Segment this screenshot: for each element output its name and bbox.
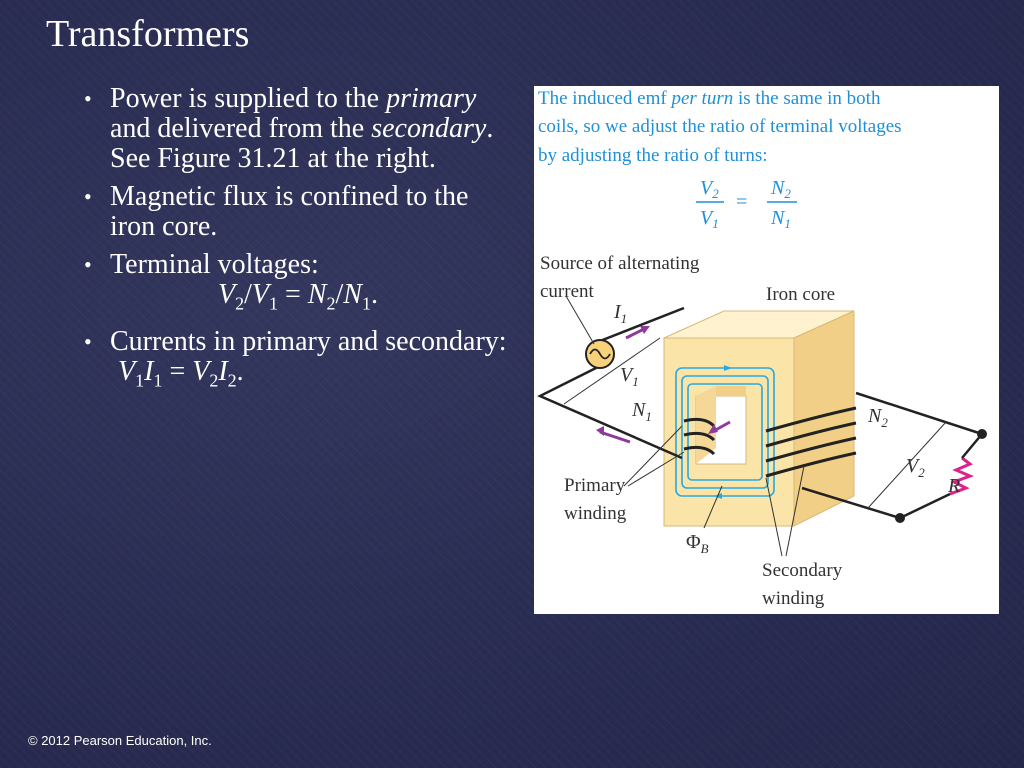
bullet-dot: • xyxy=(84,184,92,209)
label-N1: N1 xyxy=(631,399,652,424)
current-arrows xyxy=(596,326,731,444)
ac-source-icon xyxy=(585,339,615,369)
label-V2: V2 xyxy=(906,455,925,480)
bullet-item-flux: • Magnetic flux is confined to the iron … xyxy=(84,181,469,242)
label-iron-core: Iron core xyxy=(766,284,835,305)
bullet-item-power: • Power is supplied to the primary and d… xyxy=(84,83,494,174)
label-flux: ΦB xyxy=(686,531,709,556)
svg-text:V2: V2 xyxy=(700,177,719,201)
secondary-winding xyxy=(765,406,857,478)
svg-text:The induced emf per turn is th: The induced emf per turn is the same in … xyxy=(538,88,881,109)
label-secondary-winding: winding xyxy=(762,588,825,609)
svg-text:N2: N2 xyxy=(770,177,791,201)
svg-text:=: = xyxy=(736,191,747,213)
copyright-notice: © 2012 Pearson Education, Inc. xyxy=(28,733,212,748)
label-V1: V1 xyxy=(620,364,639,389)
primary-circuit xyxy=(537,306,685,460)
bullet-dot: • xyxy=(84,252,92,277)
bullet-list: • Power is supplied to the primary and d… xyxy=(84,84,514,403)
label-source: Source of alternating xyxy=(540,253,700,274)
figure-caption: The induced emf per turn is the same in … xyxy=(538,88,902,166)
bullet-item-currents: • Currents in primary and secondary: V1I… xyxy=(84,326,514,396)
slide-title: Transformers xyxy=(46,13,250,55)
label-secondary: Secondary xyxy=(762,560,843,581)
bullet-dot: • xyxy=(84,86,92,111)
label-N2: N2 xyxy=(867,405,888,430)
power-equation: V1I1 = V2I2. xyxy=(118,355,244,391)
label-I1: I1 xyxy=(613,301,627,326)
label-primary: Primary xyxy=(564,475,626,496)
svg-text:N1: N1 xyxy=(770,207,791,231)
voltage-ratio-equation: V2/V1 = N2/N1. xyxy=(218,279,378,314)
resistor-icon xyxy=(949,456,975,496)
bullet-item-voltages: • Terminal voltages: V2/V1 = N2/N1. xyxy=(84,250,514,319)
label-source-current: current xyxy=(540,281,595,302)
svg-text:by adjusting the ratio of turn: by adjusting the ratio of turns: xyxy=(538,145,768,166)
bullet-dot: • xyxy=(84,328,92,354)
primary-winding xyxy=(683,417,716,456)
turns-ratio-formula: V2 V1 = N2 N1 xyxy=(696,177,797,231)
svg-text:coils, so we adjust the ratio: coils, so we adjust the ratio of termina… xyxy=(538,116,902,137)
svg-text:V1: V1 xyxy=(700,207,719,231)
label-R: R xyxy=(947,475,960,497)
transformer-figure: The induced emf per turn is the same in … xyxy=(534,86,999,614)
label-primary-winding: winding xyxy=(564,503,627,524)
secondary-circuit xyxy=(801,391,983,520)
